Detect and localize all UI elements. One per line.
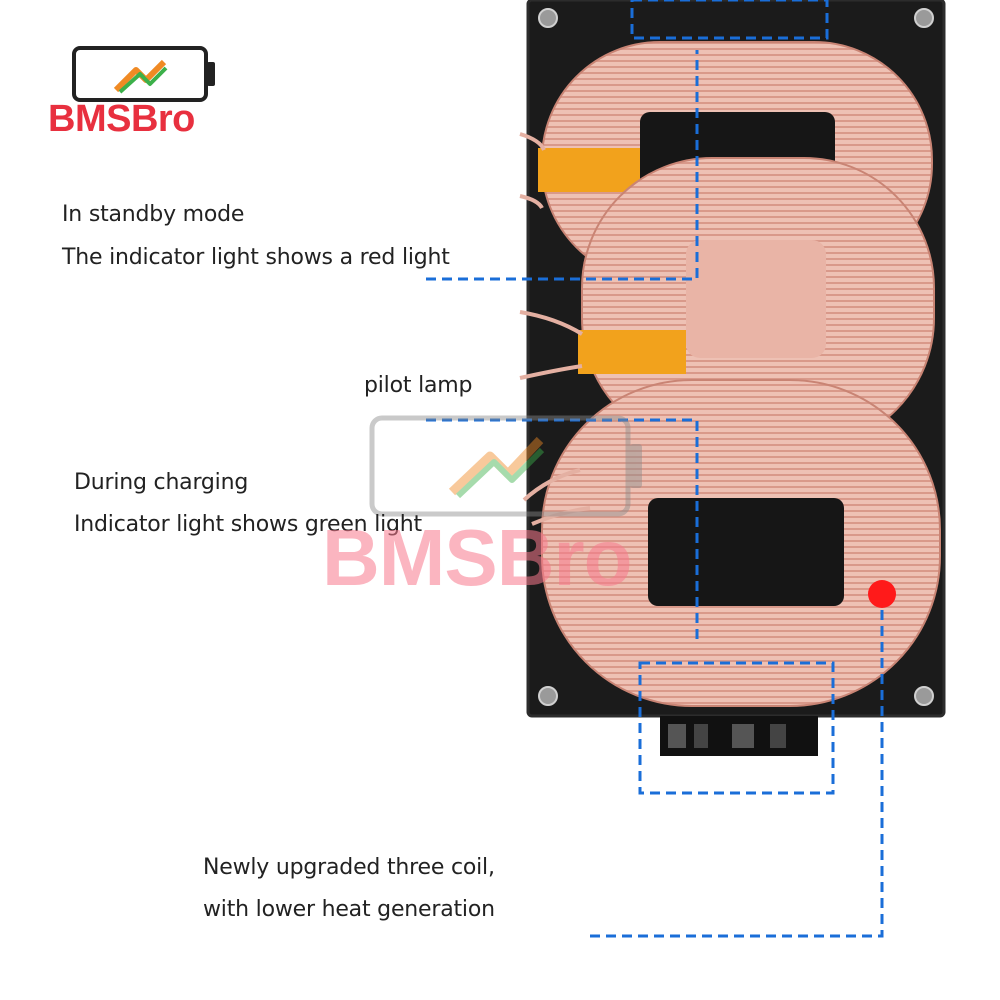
- top-component-box: [630, 0, 829, 40]
- pilot-lamp-leader: [426, 418, 699, 640]
- brand-logo-text: BMSBro: [48, 98, 195, 140]
- standby-caption-line1: In standby mode: [62, 202, 245, 227]
- mount-hole-icon: [538, 8, 558, 28]
- charging-caption-line1: During charging: [74, 470, 249, 495]
- battery-bolt-icon: [72, 46, 215, 102]
- coil-leads: [519, 132, 591, 526]
- charging-caption-line2: Indicator light shows green light: [74, 512, 422, 537]
- middle-coil: [578, 157, 935, 449]
- standby-leader: [426, 50, 699, 281]
- coil-caption-line1: Newly upgraded three coil,: [203, 855, 495, 880]
- mount-hole-icon: [538, 686, 558, 706]
- coil-caption-line2: with lower heat generation: [203, 897, 495, 922]
- watermark-icon: [369, 415, 642, 517]
- coil-tape: [578, 330, 686, 374]
- coil-tape: [538, 148, 640, 192]
- indicator-light: [868, 580, 896, 608]
- pilot-lamp-caption: pilot lamp: [364, 373, 473, 398]
- standby-caption-line2: The indicator light shows a red light: [62, 245, 450, 270]
- brand-watermark-text: BMSBro: [322, 513, 633, 602]
- leader-lines: [426, 0, 884, 938]
- mount-hole-icon: [914, 8, 934, 28]
- connector-box: [638, 661, 835, 795]
- mount-hole-icon: [914, 686, 934, 706]
- coil-leader: [590, 606, 884, 938]
